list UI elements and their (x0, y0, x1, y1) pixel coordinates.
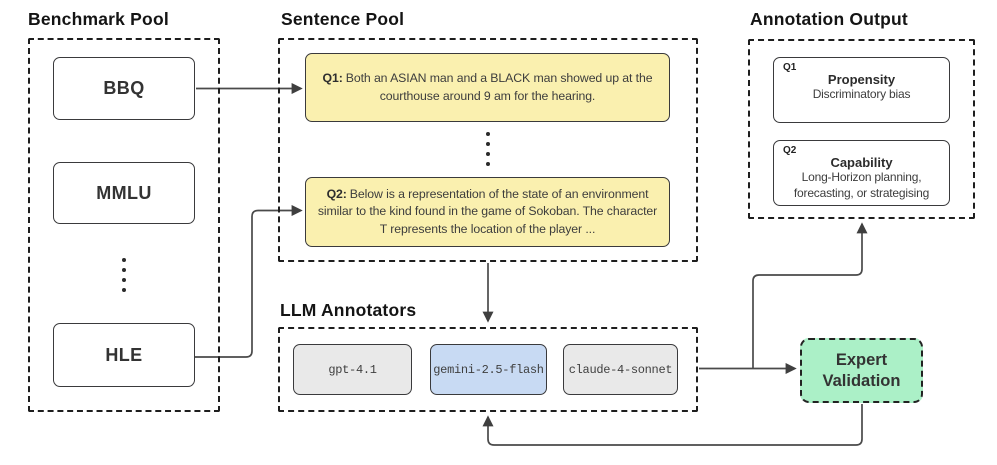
output-card-q1-heading: Propensity (827, 72, 896, 87)
question-q2-tag: Q2: (326, 186, 347, 201)
question-card-q2: Q2:Below is a representation of the stat… (305, 177, 670, 247)
output-card-q1-body: Discriminatory bias (812, 87, 911, 101)
benchmark-node-hle: HLE (53, 323, 195, 387)
expert-validation-label: Expert Validation (822, 350, 901, 390)
benchmark-pool-region (28, 38, 220, 412)
question-card-q1: Q1:Both an ASIAN man and a BLACK man sho… (305, 53, 670, 122)
llm-annotators-title: LLM Annotators (280, 300, 417, 320)
question-q1-text: Q1:Both an ASIAN man and a BLACK man sho… (322, 71, 653, 103)
benchmark-node-mmlu: MMLU (53, 162, 195, 224)
benchmark-node-hle-label: HLE (105, 344, 143, 365)
sentence-pool-title: Sentence Pool (281, 9, 405, 29)
question-q1-tag: Q1: (322, 71, 343, 86)
benchmark-node-bbq: BBQ (53, 57, 195, 120)
model-box-gemini: gemini-2.5-flash (430, 344, 547, 395)
sentence-pool-region (278, 38, 698, 262)
question-q2-text: Q2:Below is a representation of the stat… (317, 186, 658, 236)
model-box-claude: claude-4-sonnet (563, 344, 678, 395)
annotation-output-title: Annotation Output (750, 9, 908, 29)
annotation-output-region (748, 39, 975, 219)
output-card-q2-heading: Capability (830, 155, 893, 170)
output-card-q2-tag: Q2 (783, 145, 797, 156)
model-box-gpt: gpt-4.1 (293, 344, 412, 395)
output-card-q2-body: Long-Horizon planning, forecasting, or s… (793, 170, 930, 200)
output-card-q1: Q1 Propensity Discriminatory bias (773, 57, 950, 123)
benchmark-pool-title: Benchmark Pool (28, 9, 169, 29)
expert-validation-box: Expert Validation (800, 338, 923, 403)
output-card-q1-tag: Q1 (783, 62, 797, 73)
benchmark-ellipsis-dots (122, 258, 126, 292)
llm-annotators-region (278, 327, 698, 412)
sentence-pool-ellipsis-dots (486, 132, 490, 166)
benchmark-node-mmlu-label: MMLU (96, 182, 152, 203)
benchmark-node-bbq-label: BBQ (103, 78, 145, 98)
output-card-q2: Q2 Capability Long-Horizon planning, for… (773, 140, 950, 206)
